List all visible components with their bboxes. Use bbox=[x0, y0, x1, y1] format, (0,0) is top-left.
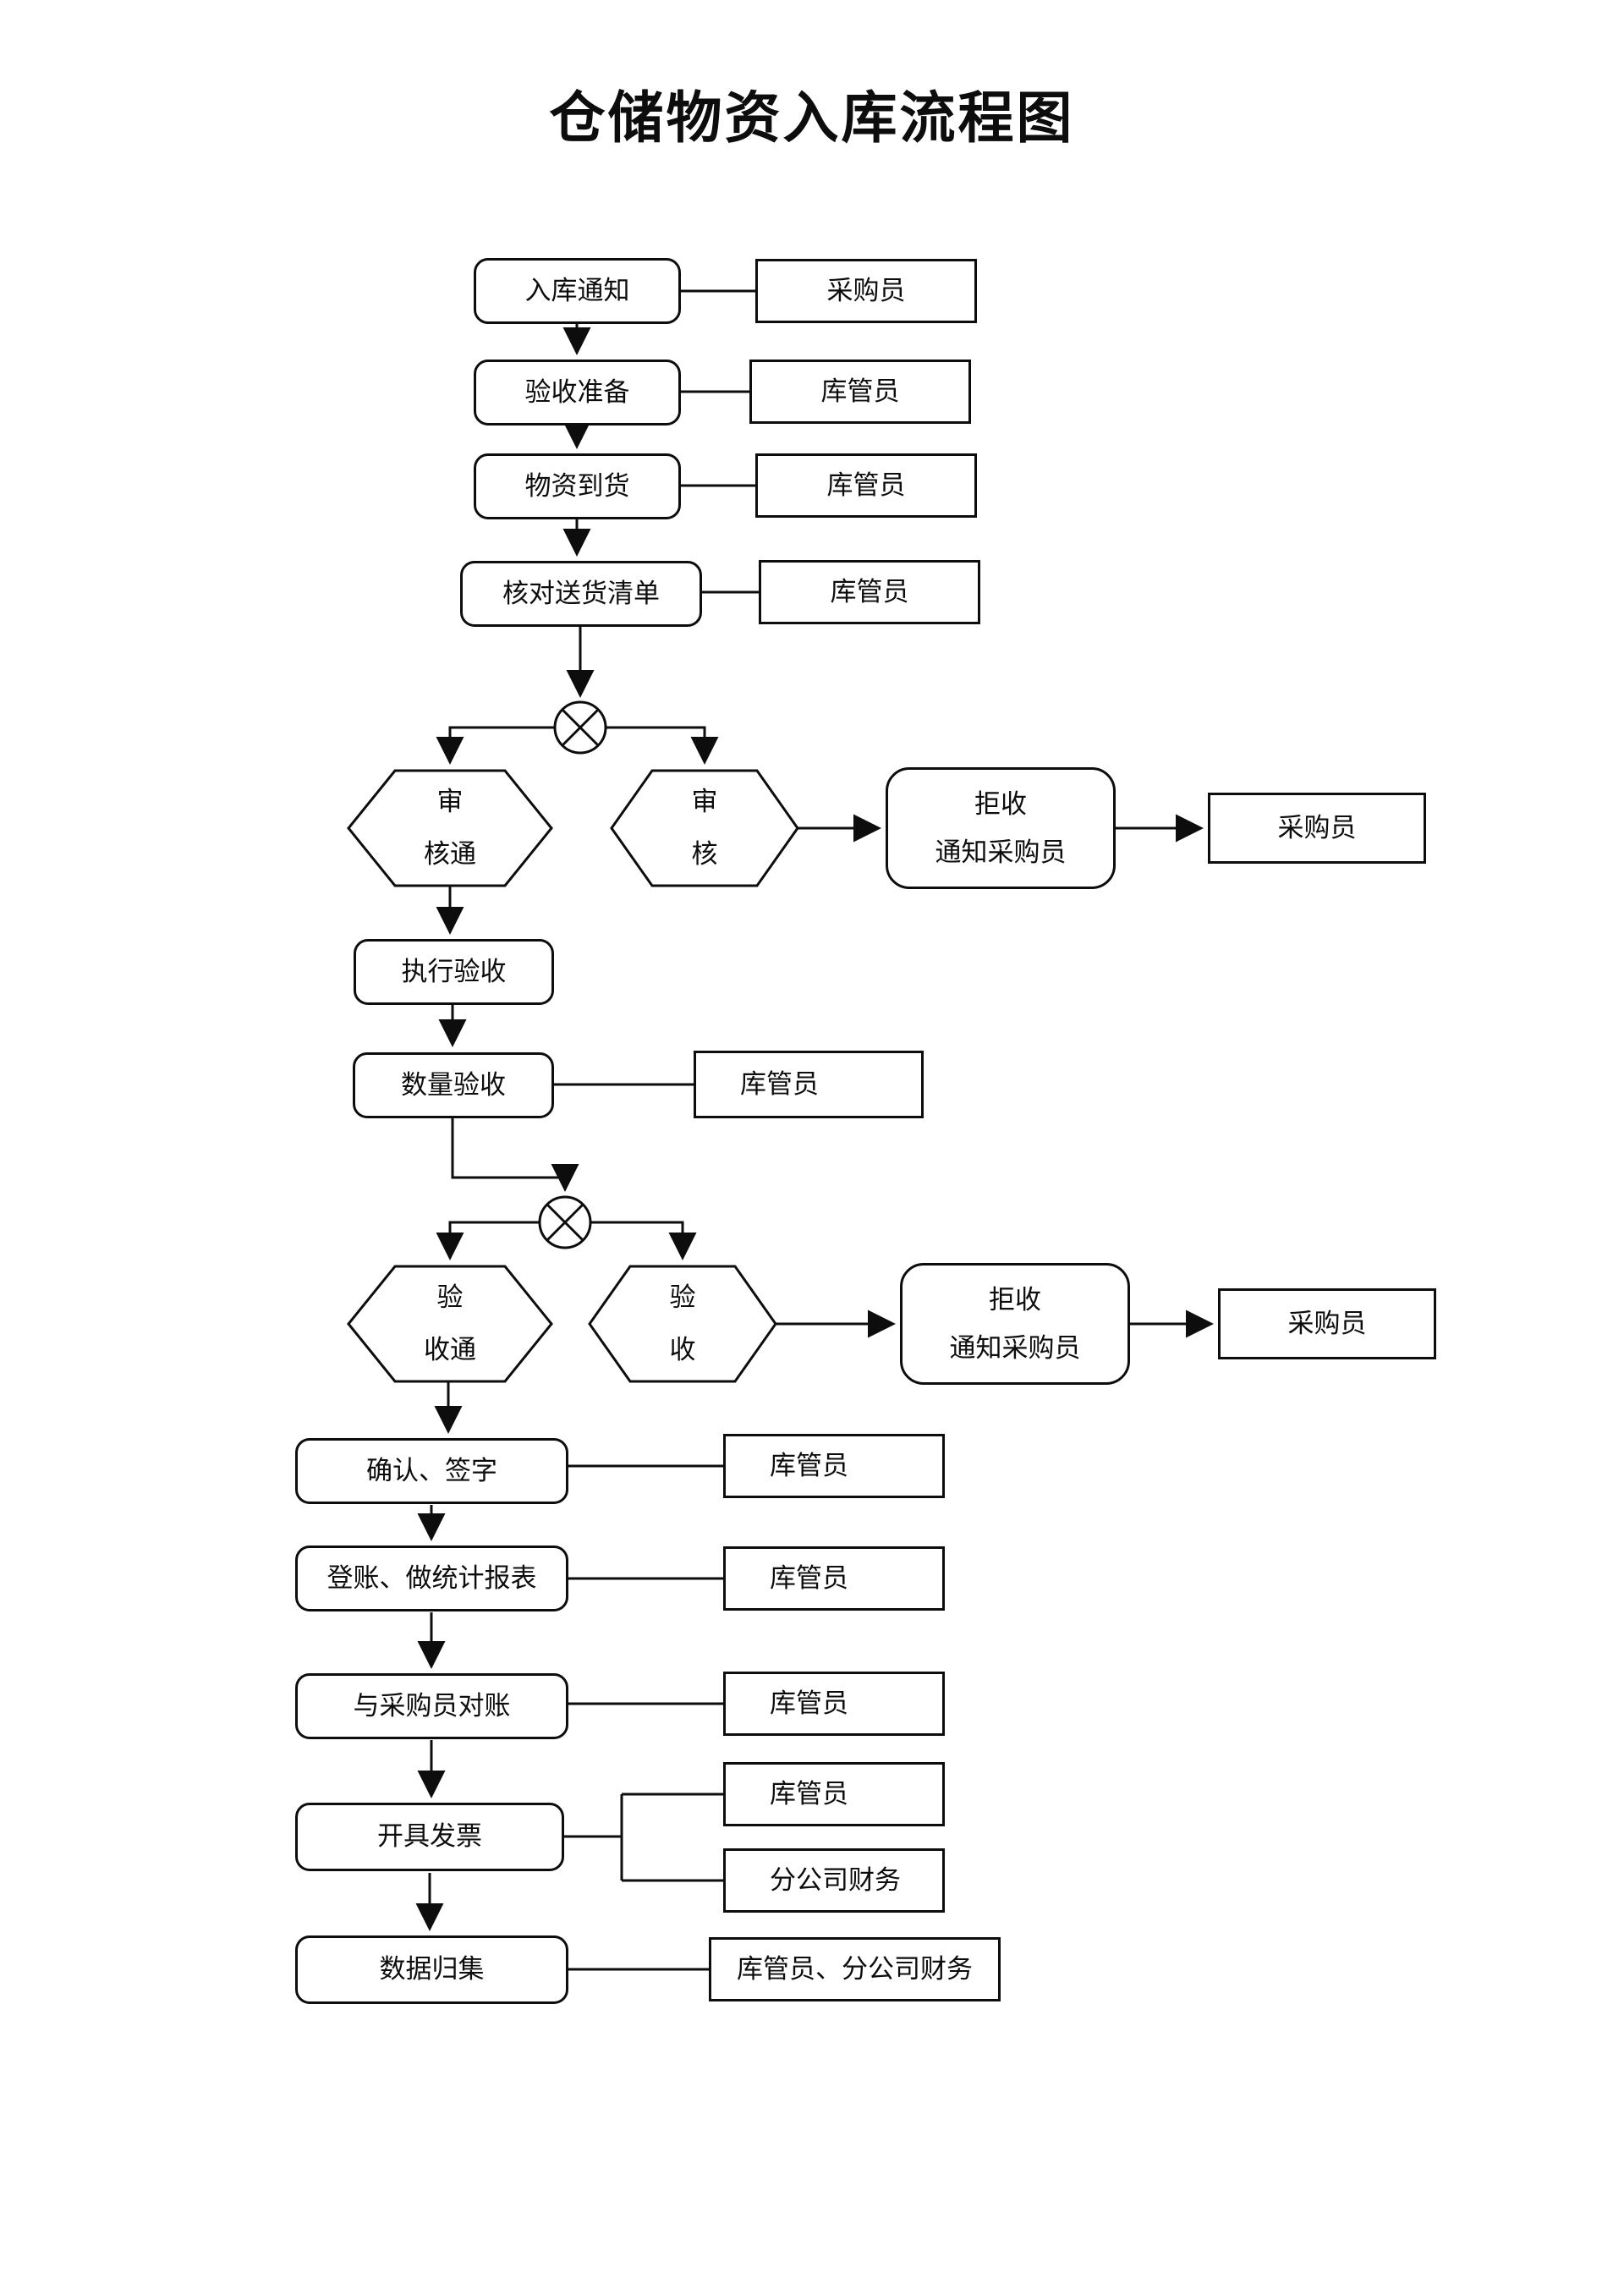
node-data-collection: 数据归集 bbox=[295, 1935, 568, 2004]
hexagon-acceptance-passed bbox=[347, 1265, 553, 1383]
role-warehouse-keeper-7: 库管员 bbox=[723, 1672, 945, 1736]
hexagon-acceptance-failed bbox=[588, 1265, 777, 1383]
role-purchaser-reject-1: 采购员 bbox=[1208, 793, 1426, 864]
node-execute-acceptance: 执行验收 bbox=[354, 939, 554, 1005]
role-warehouse-keeper-4: 库管员 bbox=[694, 1051, 924, 1118]
node-warehouse-entry-notice: 入库通知 bbox=[474, 258, 681, 324]
arrow-gateway2-to-accept-fail bbox=[590, 1221, 697, 1260]
hexagon-acceptance-passed-label: 验 收通 bbox=[424, 1282, 476, 1364]
role-purchaser-reject-2: 采购员 bbox=[1218, 1288, 1436, 1359]
hexagon-review-failed-label: 审 核 bbox=[691, 787, 718, 869]
arrow-quantity-to-gateway2 bbox=[451, 1118, 579, 1192]
role-warehouse-keeper-8: 库管员 bbox=[723, 1762, 945, 1826]
node-issue-invoice: 开具发票 bbox=[295, 1803, 564, 1871]
node-reconcile-with-purchaser: 与采购员对账 bbox=[295, 1673, 568, 1739]
arrow-gateway1-to-review-pass bbox=[436, 726, 555, 765]
node-quantity-acceptance: 数量验收 bbox=[353, 1052, 554, 1118]
hexagon-review-failed bbox=[610, 769, 799, 887]
node-materials-arrival: 物资到货 bbox=[474, 453, 681, 519]
hexagon-review-passed bbox=[347, 769, 553, 887]
arrow-gateway2-to-accept-pass bbox=[436, 1221, 540, 1260]
xor-gateway-1-x2 bbox=[561, 708, 600, 747]
arrow-gateway1-to-review-fail bbox=[606, 726, 719, 765]
node-confirm-sign: 确认、签字 bbox=[295, 1438, 568, 1504]
role-warehouse-keeper-2: 库管员 bbox=[755, 453, 977, 518]
role-warehouse-keeper-3: 库管员 bbox=[759, 560, 980, 624]
hexagon-acceptance-failed-label: 验 收 bbox=[669, 1282, 696, 1364]
xor-gateway-2-x2 bbox=[546, 1203, 584, 1242]
role-warehouse-keeper-5: 库管员 bbox=[723, 1434, 945, 1498]
node-check-delivery-list: 核对送货清单 bbox=[460, 561, 702, 627]
role-keeper-and-branch-finance: 库管员、分公司财务 bbox=[709, 1937, 1001, 2001]
connector-invoice-branch bbox=[564, 1793, 723, 1882]
page-title: 仓储物资入库流程图 bbox=[549, 88, 1075, 150]
node-bookkeeping-reports: 登账、做统计报表 bbox=[295, 1546, 568, 1611]
role-warehouse-keeper-1: 库管员 bbox=[749, 360, 971, 424]
role-purchaser-top: 采购员 bbox=[755, 259, 977, 323]
role-warehouse-keeper-6: 库管员 bbox=[723, 1546, 945, 1611]
hexagon-review-passed-label: 审 核通 bbox=[424, 787, 476, 869]
role-branch-finance: 分公司财务 bbox=[723, 1848, 945, 1913]
node-reject-notify-purchaser-2: 拒收 通知采购员 bbox=[900, 1263, 1130, 1385]
node-reject-notify-purchaser-1: 拒收 通知采购员 bbox=[886, 767, 1116, 889]
node-acceptance-preparation: 验收准备 bbox=[474, 360, 681, 426]
